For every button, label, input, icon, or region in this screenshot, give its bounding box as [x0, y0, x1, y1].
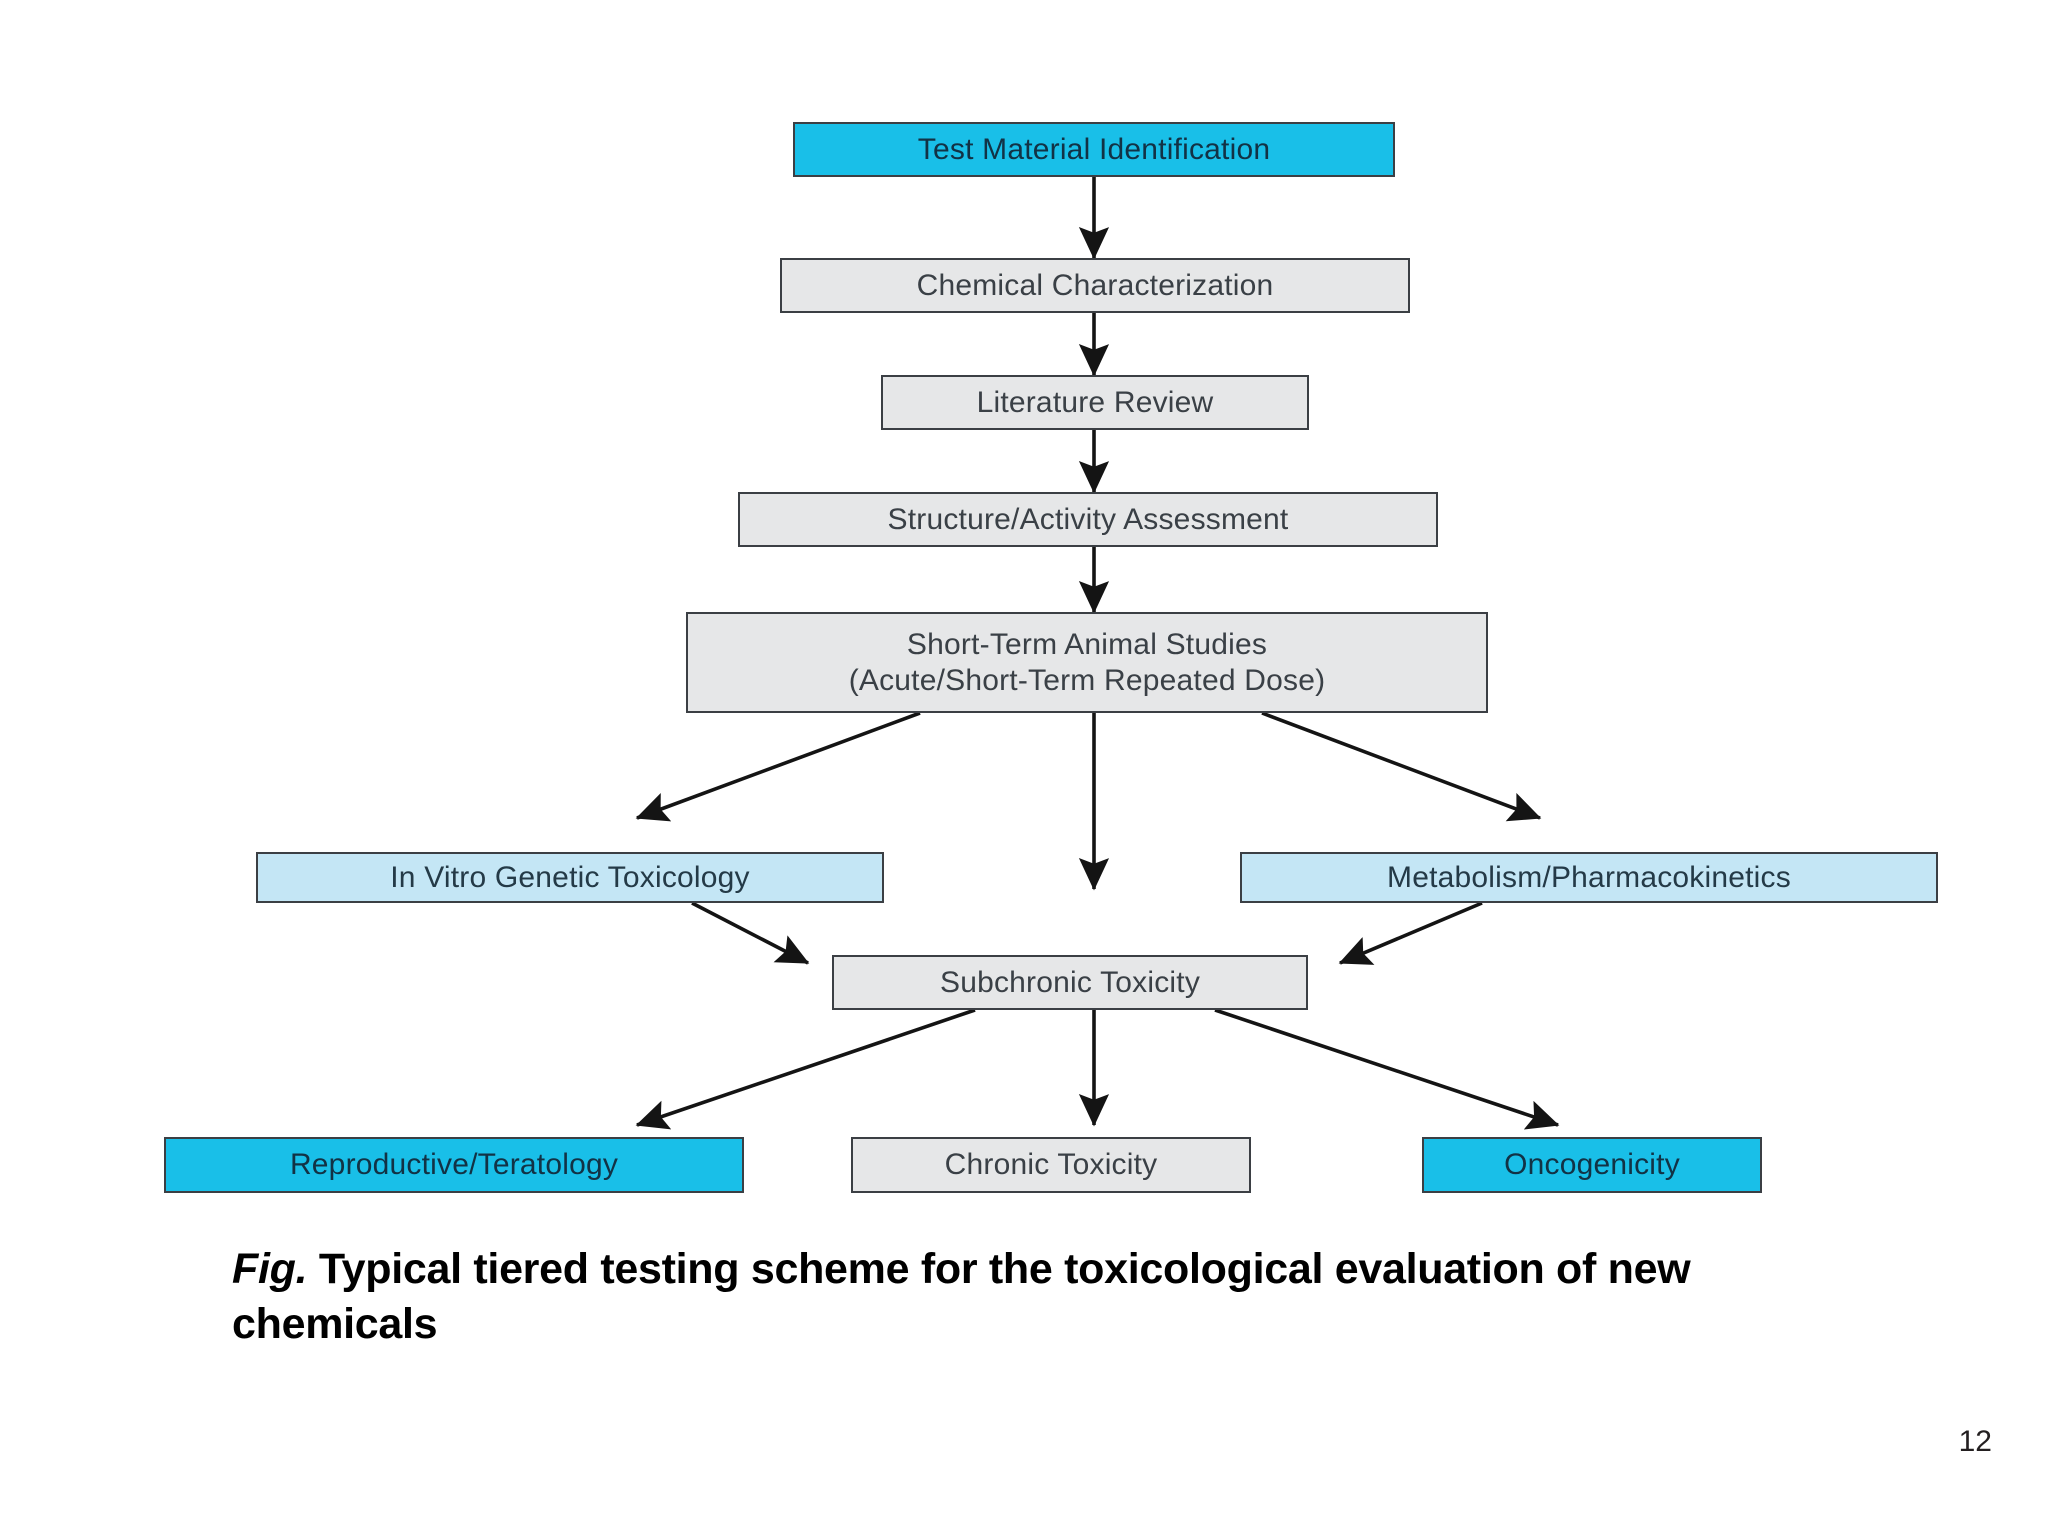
node-subchronic-toxicity[interactable]: Subchronic Toxicity: [832, 955, 1308, 1010]
node-short-term-animal-studies[interactable]: Short-Term Animal Studies (Acute/Short-T…: [686, 612, 1488, 713]
flowchart-connectors: [635, 177, 1560, 1130]
node-literature-review[interactable]: Literature Review: [881, 375, 1309, 430]
tiered-testing-flowchart: Test Material Identification Chemical Ch…: [164, 122, 1938, 1193]
node-metabolism-pharmacokinetics[interactable]: Metabolism/Pharmacokinetics: [1240, 852, 1938, 903]
caption-text: Typical tiered testing scheme for the to…: [232, 1245, 1691, 1349]
edge-invitro-to-subchronic: [691, 901, 810, 965]
edge-shortterm-to-metabolism: [1261, 711, 1542, 822]
node-test-material-identification[interactable]: Test Material Identification: [793, 122, 1395, 177]
node-reproductive-teratology[interactable]: Reproductive/Teratology: [164, 1137, 744, 1193]
edge-metabolism-to-subchronic: [1338, 901, 1483, 965]
node-chemical-characterization[interactable]: Chemical Characterization: [780, 258, 1410, 313]
edge-subchronic-to-reproductive: [635, 1008, 976, 1130]
edge-shortterm-to-invitro: [635, 711, 921, 822]
edge-subchronic-to-oncogenicity: [1214, 1008, 1560, 1130]
node-in-vitro-genetic-toxicology[interactable]: In Vitro Genetic Toxicology: [256, 852, 884, 903]
node-structure-activity-assessment[interactable]: Structure/Activity Assessment: [738, 492, 1438, 547]
figure-caption: Fig. Typical tiered testing scheme for t…: [232, 1242, 1792, 1352]
node-chronic-toxicity[interactable]: Chronic Toxicity: [851, 1137, 1251, 1193]
caption-fig-label: Fig.: [232, 1245, 308, 1293]
node-oncogenicity[interactable]: Oncogenicity: [1422, 1137, 1762, 1193]
page-number: 12: [1958, 1425, 1992, 1458]
